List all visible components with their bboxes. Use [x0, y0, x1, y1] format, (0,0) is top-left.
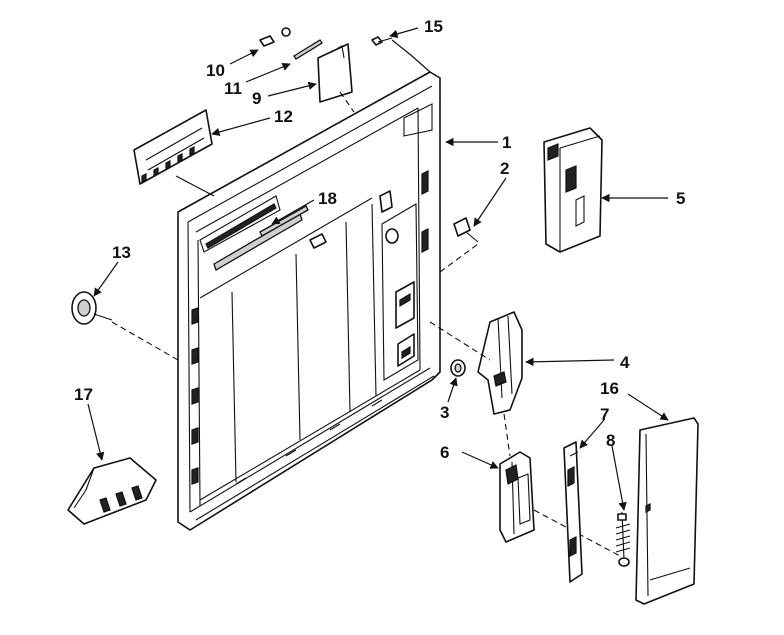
callout-3: 3 — [440, 403, 449, 422]
callout-16: 16 — [600, 379, 619, 398]
inner-door-panel — [177, 71, 441, 531]
spring-8 — [615, 511, 631, 567]
latch-4 — [477, 311, 523, 415]
callout-8: 8 — [606, 431, 615, 450]
callout-17: 17 — [74, 385, 93, 404]
callout-7: 7 — [600, 405, 609, 424]
roller-13 — [71, 291, 113, 325]
latch-6 — [499, 451, 535, 543]
callout-1: 1 — [502, 133, 511, 152]
callout-18: 18 — [318, 189, 337, 208]
callout-2: 2 — [500, 159, 509, 178]
callout-13: 13 — [112, 243, 131, 262]
callout-9: 9 — [252, 89, 261, 108]
console-12 — [133, 109, 213, 185]
callout-11: 11 — [224, 79, 242, 98]
callout-15: 15 — [424, 17, 443, 36]
strip-18 — [259, 205, 309, 237]
rod-11 — [293, 39, 323, 60]
callout-12: 12 — [274, 107, 293, 126]
callout-6: 6 — [440, 443, 449, 462]
callout-5: 5 — [676, 189, 685, 208]
switch-9 — [317, 43, 353, 103]
latch-housing-5 — [543, 127, 603, 253]
nut-10 — [259, 27, 291, 47]
latch-hook-2 — [453, 217, 479, 243]
arm-7 — [563, 441, 583, 583]
foot-17 — [67, 457, 157, 525]
cap-3 — [450, 359, 466, 377]
cover-16 — [635, 417, 699, 605]
screw-15 — [371, 36, 393, 46]
callout-10: 10 — [206, 61, 225, 80]
callout-4: 4 — [620, 353, 630, 372]
